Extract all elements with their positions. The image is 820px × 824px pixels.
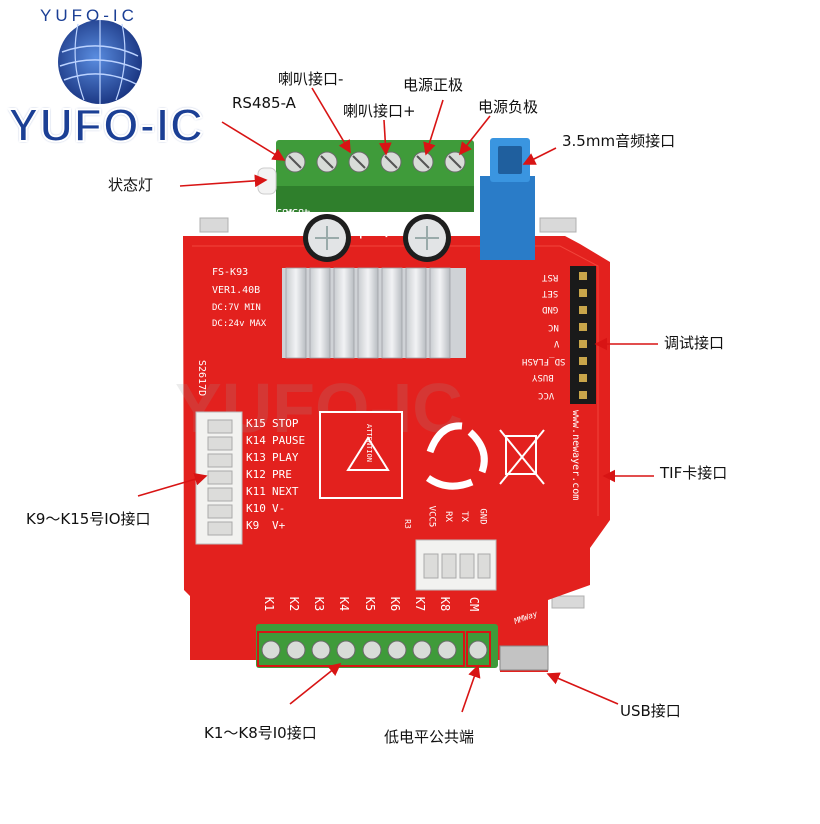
board-website: www.newayer.com	[570, 410, 581, 501]
bottom-terminal-block	[256, 624, 498, 668]
uart-rx: RX	[442, 511, 453, 522]
label-k5: K5	[363, 596, 378, 612]
callout-debug-port: 调试接口	[664, 334, 725, 352]
pin-v: V	[554, 338, 560, 348]
label-k8: K8	[438, 596, 453, 612]
callout-usb: USB接口	[620, 702, 681, 720]
k9-k15-connector	[195, 411, 243, 545]
label-sp-minus: SP-	[379, 217, 394, 239]
label-vcc: VCC	[456, 210, 475, 221]
brand-logo	[58, 20, 142, 104]
pin-rst: RST	[542, 272, 559, 282]
callout-speaker-minus: 喇叭接口-	[278, 70, 344, 88]
attention-text: ATTENTION	[365, 424, 373, 462]
callout-io-k9-k15: K9～K15号IO接口	[26, 510, 151, 528]
label-k7: K7	[413, 596, 428, 612]
usb-port	[499, 645, 549, 671]
callout-common-low: 低电平公共端	[384, 728, 475, 746]
callout-rs485: RS485-A	[232, 94, 296, 112]
esd-label	[319, 411, 403, 499]
debug-header	[570, 266, 596, 404]
callout-audio-jack: 3.5mm音频接口	[562, 132, 676, 150]
callout-power-negative: 电源负极	[478, 98, 539, 116]
uart-connector	[415, 539, 497, 591]
callout-speaker-plus: 喇叭接口+	[343, 102, 416, 120]
board-serial: S2617D	[196, 360, 207, 397]
capacitors	[303, 214, 451, 262]
pin-sd-flash: SD_FLASH	[522, 356, 566, 366]
label-k3: K3	[312, 596, 327, 612]
audio-jack	[480, 138, 535, 260]
label-485a: 485A	[286, 206, 311, 217]
board-dc-max: DC:24v MAX	[212, 319, 267, 329]
callout-io-k1-k8: K1～K8号I0接口	[204, 724, 317, 742]
callout-tf-card: TIF卡接口	[660, 464, 728, 482]
pin-gnd: GND	[542, 304, 559, 314]
pin-busy: BUSY	[532, 372, 554, 382]
weee-bin-icon	[499, 429, 545, 485]
label-k4: K4	[337, 596, 352, 612]
label-cm: CM	[467, 596, 482, 612]
uart-tx: TX	[458, 511, 469, 522]
uart-gnd: GND	[477, 508, 488, 525]
top-terminal-block	[276, 140, 474, 212]
logo-wordmark: YUFO-IC	[7, 98, 205, 152]
callout-power-positive: 电源正极	[403, 76, 464, 94]
board-model: FS-K93	[212, 267, 249, 278]
pin-vcc: VCC	[538, 390, 555, 400]
board-version: VER1.40B	[212, 285, 261, 296]
pin-nc: NC	[548, 322, 559, 332]
label-k6: K6	[388, 596, 403, 612]
recycle-icon	[425, 422, 488, 490]
resistor-r3: R3	[402, 519, 412, 529]
pin-set: SET	[542, 288, 559, 298]
heat-sink	[282, 267, 466, 359]
label-k1: K1	[262, 596, 277, 612]
callout-arrows	[137, 87, 658, 713]
label-sp-plus: SP+	[353, 217, 368, 239]
board-dc-min: DC:7V MIN	[212, 303, 261, 313]
uart-vcc5: VCC5	[426, 505, 437, 528]
label-k2: K2	[287, 596, 302, 612]
logo-arc-text: YUFO-IC	[40, 6, 138, 25]
callout-status-led: 状态灯	[108, 176, 154, 194]
